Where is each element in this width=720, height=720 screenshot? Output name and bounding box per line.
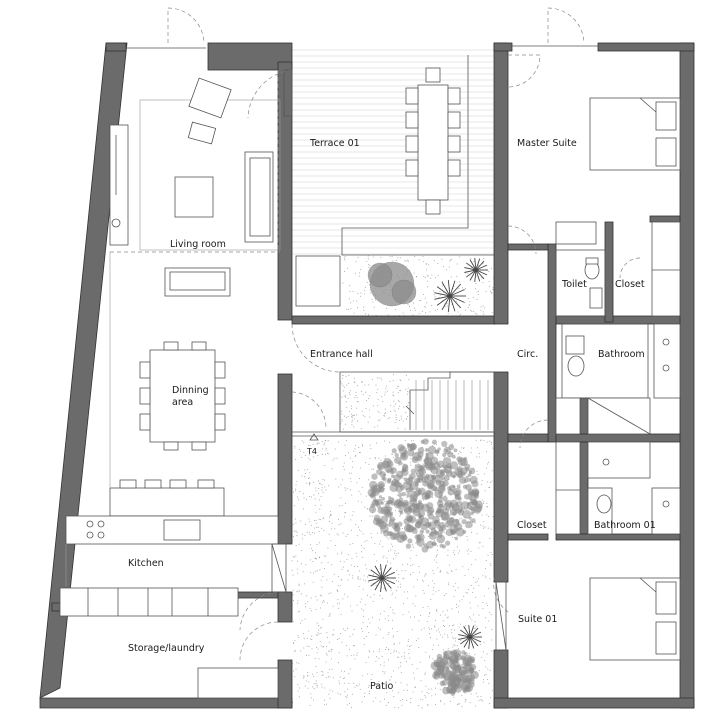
walls: [39, 42, 695, 709]
closet-top: [555, 221, 597, 245]
bath-toilet: [565, 335, 585, 355]
label-kitchen: Kitchen: [128, 558, 164, 569]
kitchen-tall-units: [59, 587, 239, 617]
wall-terrace-bottom: [291, 315, 497, 325]
terrace-hatch: [292, 49, 494, 255]
master-suite-furniture: [555, 97, 681, 317]
wall-core-6: [579, 397, 589, 435]
wall-central-left-bottom: [277, 659, 293, 709]
label-dining-1: Dinning: [172, 385, 209, 396]
coffee-table: [174, 176, 214, 218]
wall-bottom-left: [39, 697, 293, 709]
wall-top-left: [105, 42, 127, 52]
laundry-counter: [197, 667, 279, 699]
label-storage: Storage/laundry: [128, 643, 205, 654]
label-bathroom-01: Bathroom 01: [594, 520, 656, 531]
kitchen-furniture: [59, 252, 279, 699]
dining-furniture: [139, 341, 226, 451]
dining-table: [149, 349, 216, 443]
wall-core-10: [507, 243, 549, 251]
wall-core-3: [555, 433, 681, 443]
kitchen-island: [109, 487, 225, 517]
wall-core-1: [547, 243, 557, 443]
bathroom-fixtures: [555, 249, 681, 535]
label-suite-01: Suite 01: [518, 614, 557, 625]
doors: [126, 7, 641, 661]
label-living-room: Living room: [170, 239, 226, 250]
closet-bottom: [555, 441, 581, 535]
wall-central-left-low: [277, 591, 293, 623]
living-furniture: [109, 70, 281, 297]
wall-right-outer: [679, 42, 695, 709]
armchair: [188, 77, 232, 119]
terrace-furniture: [295, 55, 494, 307]
suite-01-furniture: [555, 441, 681, 661]
wall-core-5: [649, 215, 681, 223]
wall-central-left-mid: [277, 373, 293, 545]
staircase: [292, 371, 495, 441]
planter-box: [295, 255, 341, 307]
terrace-plants: [367, 258, 488, 312]
label-closet-top: Closet: [615, 279, 645, 290]
wall-central-right-mid: [493, 371, 509, 583]
label-terrace: Terrace 01: [309, 138, 360, 149]
label-dining-2: area: [172, 397, 193, 408]
fireplace: [109, 124, 129, 246]
wall-bottom-right: [493, 697, 695, 709]
room-labels: Terrace 01 Master Suite Living room Toil…: [128, 138, 656, 692]
wall-core-9: [507, 533, 549, 541]
label-section-t4: T4: [306, 447, 317, 456]
label-circ: Circ.: [517, 349, 538, 360]
label-closet-bottom: Closet: [517, 520, 547, 531]
wall-core-2: [555, 315, 681, 325]
wall-top-right: [597, 42, 695, 52]
wall-core-7: [579, 441, 589, 535]
terrace-table: [417, 84, 449, 201]
label-bathroom: Bathroom: [598, 349, 645, 360]
wall-storage-top-2: [237, 591, 279, 599]
shower-2: [587, 441, 651, 479]
wall-top-right-2: [493, 42, 513, 52]
wall-core-11: [507, 433, 549, 443]
patio-trees: [367, 438, 483, 697]
wall-core-8: [555, 533, 681, 541]
label-toilet: Toilet: [561, 279, 587, 290]
label-entrance-hall: Entrance hall: [310, 349, 373, 360]
wall-core-4: [604, 221, 614, 323]
label-patio: Patio: [370, 681, 393, 692]
label-master-suite: Master Suite: [517, 138, 577, 149]
wall-central-right-top: [493, 42, 509, 325]
